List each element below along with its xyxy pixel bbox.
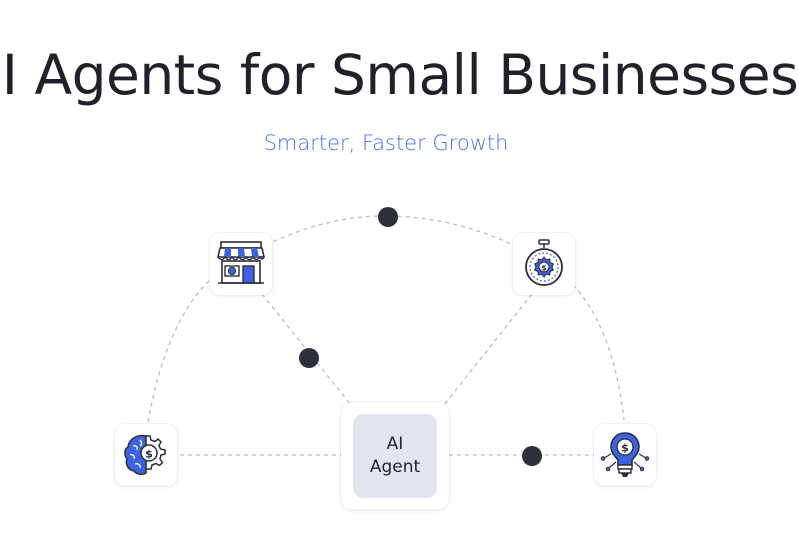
- connector-dot-right: [522, 446, 542, 466]
- brain-gear-tile[interactable]: $: [115, 424, 177, 486]
- svg-text:$: $: [541, 264, 547, 273]
- storefront-icon: [217, 241, 265, 284]
- ai-agent-label-line1: AI: [386, 434, 404, 455]
- page-subtitle: Smarter, Faster Growth: [263, 131, 509, 155]
- page-title: I Agents for Small Businesses: [1, 43, 799, 107]
- stopwatch-tile[interactable]: $: [513, 233, 575, 295]
- ai-agent-node[interactable]: AI Agent: [341, 402, 449, 510]
- svg-text:$: $: [621, 442, 629, 455]
- stopwatch-dollar-icon: $: [525, 239, 563, 286]
- connector-dot-top: [378, 207, 398, 227]
- ai-agent-label-line2: Agent: [369, 457, 421, 477]
- stopwatch-agent-connector: [439, 293, 533, 411]
- lightbulb-tile[interactable]: $: [594, 424, 656, 486]
- brain-gear-dollar-icon: $: [124, 434, 166, 476]
- svg-text:$: $: [145, 448, 153, 461]
- connector-dot-left: [299, 348, 319, 368]
- storefront-tile[interactable]: [210, 233, 272, 295]
- ai-agent-label-box: AI Agent: [353, 414, 437, 498]
- lightbulb-dollar-icon: $: [600, 432, 650, 477]
